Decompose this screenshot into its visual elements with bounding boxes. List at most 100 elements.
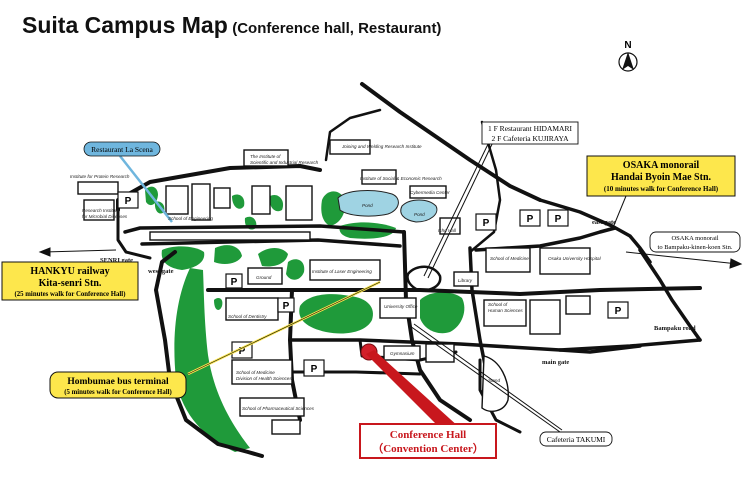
parking-lots: P P P P P P P P (117, 191, 629, 377)
compass-icon: N (618, 40, 638, 72)
building-gymnasium (383, 345, 421, 361)
label-cybermedia: Cybermedia Center (410, 190, 450, 195)
parking-label: P (125, 196, 132, 207)
callout-bus-terminal[interactable]: Hombumae bus terminal (5 minutes walk fo… (49, 371, 187, 399)
label-bampaku-road: Bampaku road (654, 325, 696, 332)
gate-labels: SENRI gate west gate east gate main gate… (100, 219, 696, 366)
callout-la-scena[interactable]: Restaurant La Scena (83, 141, 161, 157)
label-stand: Stand (488, 378, 500, 383)
building-eng-2 (191, 183, 211, 221)
green-areas (145, 186, 465, 452)
parking-label: P (615, 306, 622, 317)
parking-label: P (483, 218, 490, 229)
building-med-health (231, 359, 293, 385)
label-west-gate: west gate (148, 268, 174, 275)
building-east-2 (565, 295, 591, 315)
parking-label: P (527, 214, 534, 225)
building-sci-ind (243, 149, 289, 167)
road-monorail-track (468, 120, 502, 254)
page-title: Suita Campus Map (Conference hall, Resta… (22, 12, 441, 39)
direction-arrows (38, 247, 743, 269)
building-office (379, 297, 417, 319)
label-sci-ind-1: The Institute of (250, 154, 281, 159)
green-area-dentistry (214, 298, 223, 310)
buildings (77, 139, 591, 435)
callout-takumi[interactable]: Cafeteria TAKUMI (539, 431, 613, 447)
callout-kujiraya-text: 2 F Cafeteria KUJIRAYA (491, 134, 569, 143)
building-eng-4 (251, 185, 271, 215)
page-title-main: Suita Campus Map (22, 12, 228, 38)
label-east-gate: east gate (592, 219, 616, 226)
callout-monorail-station[interactable]: OSAKA monorail Handai Byoin Mae Stn. (10… (586, 155, 736, 197)
label-ground: Ground (256, 275, 272, 280)
label-pond-east: Pond (414, 212, 425, 217)
label-microbial-1: Research Institute (82, 208, 119, 213)
leader-monorail (611, 195, 627, 231)
callout-conf-name: Conference Hall (390, 429, 466, 441)
arrow-to-bampaku (625, 251, 743, 269)
parking-7: P (303, 359, 325, 377)
callout-takumi-text: Cafeteria TAKUMI (547, 435, 606, 444)
pond-east (400, 199, 438, 223)
green-area-ground-east (286, 259, 305, 280)
building-cybermedia (409, 185, 447, 199)
green-area-west-mid (214, 245, 242, 264)
callout-conference-hall[interactable]: Conference Hall （Convention Center） (359, 423, 497, 459)
label-main-gate: main gate (542, 359, 569, 366)
callout-hankyu-walk: (25 minutes walk for Conference Hall) (15, 291, 126, 298)
building-eng-1 (165, 185, 189, 215)
building-hospital (539, 247, 591, 275)
road-main-gate (558, 344, 642, 354)
road-loop-circle (406, 265, 442, 292)
leader-takumi-1 (409, 325, 561, 433)
label-univ-office: University Office (384, 304, 418, 309)
leader-hidamari-1 (423, 139, 491, 277)
label-joining: Joining and Welding Research Institute (341, 144, 422, 149)
callout-conf-sub: （Convention Center） (372, 442, 484, 455)
callout-hankyu-name: HANKYU railway (30, 266, 109, 277)
arrow-to-kita-senri (38, 247, 117, 257)
leader-hidamari-2 (427, 139, 495, 279)
label-health-1: School of (488, 302, 508, 307)
parking-8: P (277, 297, 295, 313)
callout-hidamari[interactable]: 1 F Restaurant HIDAMARI 2 F Cafeteria KU… (481, 121, 579, 145)
label-med-health-1: School of Medicine (236, 370, 275, 375)
parking-5: P (607, 301, 629, 319)
road-hospital (474, 226, 617, 252)
callout-bampaku[interactable]: OSAKA monorail to Bampaku-kinen-koen Stn… (649, 231, 741, 253)
building-human-sci (483, 299, 527, 327)
label-med-health-2: Division of Health Sciences (236, 376, 292, 381)
road-north-diagonal (360, 82, 542, 202)
building-laser (309, 259, 381, 281)
pond-main (337, 190, 399, 217)
callout-bampaku-line1: OSAKA monorail (671, 235, 718, 242)
building-ground (247, 267, 283, 285)
leader-conference (366, 350, 460, 432)
page-title-sub: (Conference hall, Restaurant) (232, 20, 442, 37)
green-area-laser (258, 248, 288, 267)
label-senri-gate: SENRI gate (100, 257, 133, 264)
parking-label: P (311, 364, 318, 375)
label-hospital: Osaka University Hospital (548, 256, 602, 261)
parking-3: P (519, 209, 541, 227)
callout-monorail-walk: (10 minutes walk for Conference Hall) (604, 185, 719, 193)
label-health-2: Human Sciences (488, 308, 523, 313)
building-pharma-2 (271, 419, 301, 435)
callout-hankyu-station: Kita-senri Stn. (39, 278, 102, 289)
building-library (453, 271, 479, 287)
label-engineering: School of Engineering (168, 216, 213, 221)
parking-label: P (231, 277, 238, 288)
label-icho: Icho Hall (438, 228, 457, 233)
callout-hankyu[interactable]: HANKYU railway Kita-senri Stn. (25 minut… (1, 261, 139, 301)
road-south-ew (288, 338, 702, 352)
parking-4: P (547, 209, 569, 227)
label-pharma: School of Pharmaceutical Sciences (242, 406, 315, 411)
parking-label: P (555, 214, 562, 225)
building-social (361, 169, 397, 185)
callout-hidamari-text: 1 F Restaurant HIDAMARI (488, 124, 572, 133)
label-medicine: School of Medicine (490, 256, 529, 261)
building-eng-row (149, 231, 311, 241)
road-north-spine (140, 238, 402, 248)
label-library: Library (458, 278, 473, 283)
callout-la-scena-text: Restaurant La Scena (91, 145, 153, 154)
